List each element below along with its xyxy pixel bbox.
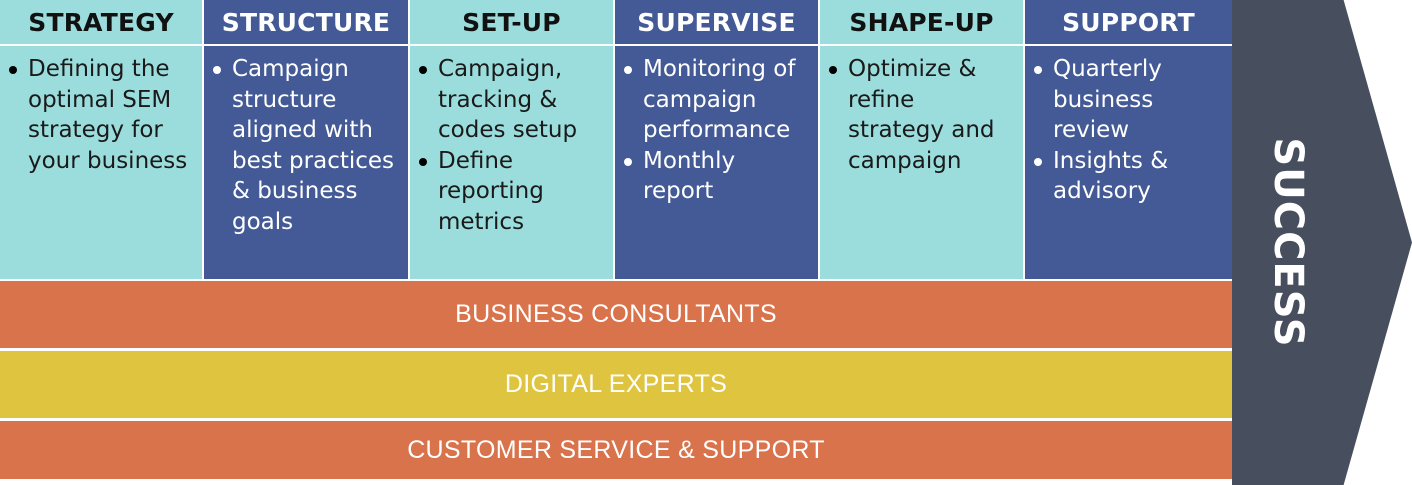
process-column-structure[interactable]: STRUCTURE Campaign structure aligned wit… xyxy=(204,0,410,279)
column-header-structure: STRUCTURE xyxy=(204,0,408,46)
bar-divider xyxy=(0,348,1232,351)
list-item-text: Campaign, tracking & codes setup xyxy=(438,56,578,143)
success-arrow-label: SUCCESS xyxy=(1265,137,1311,348)
bullet-list-support: Quarterly business review Insights & adv… xyxy=(1031,54,1226,207)
bullet-dot-icon xyxy=(1034,66,1042,74)
column-body-strategy: Defining the optimal SEM strategy for yo… xyxy=(0,46,202,279)
bullet-dot-icon xyxy=(829,66,837,74)
process-column-support[interactable]: SUPPORT Quarterly business review Insigh… xyxy=(1025,0,1232,279)
list-item: Quarterly business review xyxy=(1031,54,1226,146)
process-column-strategy[interactable]: STRATEGY Defining the optimal SEM strate… xyxy=(0,0,204,279)
process-column-shape-up[interactable]: SHAPE-UP Optimize & refine strategy and … xyxy=(820,0,1025,279)
bullet-list-supervise: Monitoring of campaign performance Month… xyxy=(621,54,812,207)
list-item-text: Optimize & refine strategy and campaign xyxy=(848,56,995,174)
column-body-support: Quarterly business review Insights & adv… xyxy=(1025,46,1232,279)
bullet-list-set-up: Campaign, tracking & codes setup Define … xyxy=(416,54,607,237)
bullet-dot-icon xyxy=(9,66,17,74)
process-columns: STRATEGY Defining the optimal SEM strate… xyxy=(0,0,1232,279)
bullet-dot-icon xyxy=(419,157,427,166)
process-column-supervise[interactable]: SUPERVISE Monitoring of campaign perform… xyxy=(615,0,820,279)
bar-business-consultants[interactable]: BUSINESS CONSULTANTS xyxy=(0,281,1232,348)
bullet-dot-icon xyxy=(624,66,632,74)
list-item-text: Monitoring of campaign performance xyxy=(643,56,796,143)
list-item: Campaign, tracking & codes setup xyxy=(416,54,607,146)
list-item-text: Campaign structure aligned with best pra… xyxy=(232,56,395,235)
column-header-set-up: SET-UP xyxy=(410,0,613,46)
bar-customer-service-support[interactable]: CUSTOMER SERVICE & SUPPORT xyxy=(0,421,1232,479)
bullet-dot-icon xyxy=(213,66,221,74)
support-bars: BUSINESS CONSULTANTS DIGITAL EXPERTS CUS… xyxy=(0,281,1232,485)
process-column-set-up[interactable]: SET-UP Campaign, tracking & codes setup … xyxy=(410,0,615,279)
list-item: Campaign structure aligned with best pra… xyxy=(210,54,402,237)
column-header-support: SUPPORT xyxy=(1025,0,1232,46)
list-item: Monitoring of campaign performance xyxy=(621,54,812,146)
column-body-shape-up: Optimize & refine strategy and campaign xyxy=(820,46,1023,279)
list-item-text: Monthly report xyxy=(643,147,736,205)
list-item: Defining the optimal SEM strategy for yo… xyxy=(6,54,196,176)
success-arrow: SUCCESS xyxy=(1232,0,1412,485)
list-item: Optimize & refine strategy and campaign xyxy=(826,54,1017,176)
list-item: Define reporting metrics xyxy=(416,146,607,238)
list-item-text: Insights & advisory xyxy=(1053,147,1169,205)
column-body-set-up: Campaign, tracking & codes setup Define … xyxy=(410,46,613,279)
bullet-list-shape-up: Optimize & refine strategy and campaign xyxy=(826,54,1017,176)
list-item: Insights & advisory xyxy=(1031,146,1226,207)
list-item: Monthly report xyxy=(621,146,812,207)
bullet-dot-icon xyxy=(419,66,427,74)
list-item-text: Quarterly business review xyxy=(1053,56,1162,143)
bullet-dot-icon xyxy=(624,157,632,166)
column-header-supervise: SUPERVISE xyxy=(615,0,818,46)
column-header-shape-up: SHAPE-UP xyxy=(820,0,1023,46)
bullet-list-strategy: Defining the optimal SEM strategy for yo… xyxy=(6,54,196,176)
bullet-list-structure: Campaign structure aligned with best pra… xyxy=(210,54,402,237)
list-item-text: Defining the optimal SEM strategy for yo… xyxy=(28,56,188,174)
column-body-supervise: Monitoring of campaign performance Month… xyxy=(615,46,818,279)
column-header-strategy: STRATEGY xyxy=(0,0,202,46)
bullet-dot-icon xyxy=(1034,157,1042,166)
list-item-text: Define reporting metrics xyxy=(438,147,544,235)
bar-divider xyxy=(0,418,1232,421)
bar-digital-experts[interactable]: DIGITAL EXPERTS xyxy=(0,351,1232,418)
column-body-structure: Campaign structure aligned with best pra… xyxy=(204,46,408,279)
